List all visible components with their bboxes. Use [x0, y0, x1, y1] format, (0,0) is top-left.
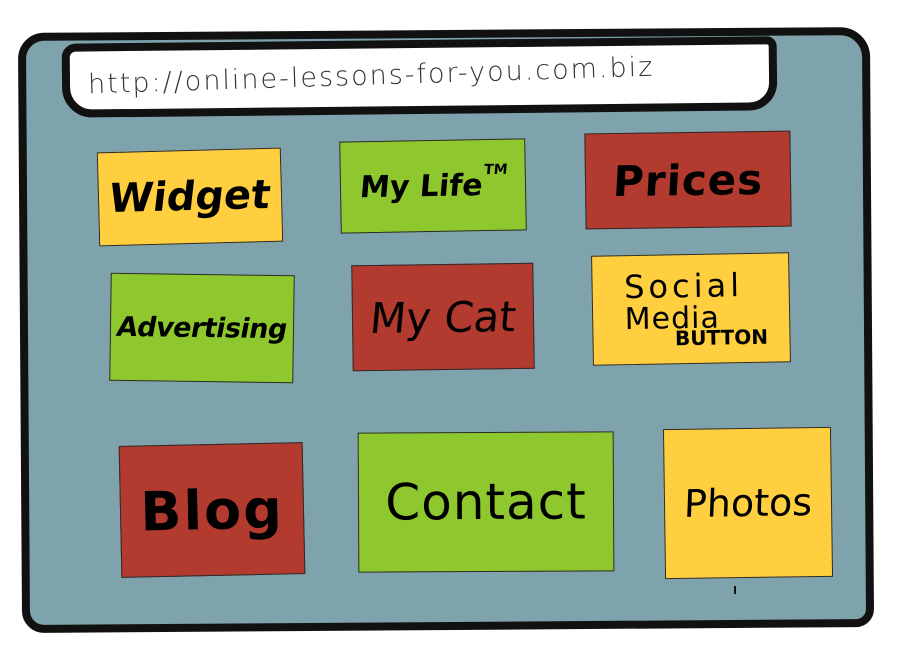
contact-label: Contact [385, 472, 587, 532]
social-media-button[interactable]: Social Media BUTTON [591, 252, 791, 366]
advertising-label: Advertising [114, 311, 290, 345]
address-bar[interactable]: http://online-lessons-for-you.com.biz [61, 36, 778, 118]
advertising-button[interactable]: Advertising [109, 272, 295, 384]
photos-label: Photos [683, 480, 813, 526]
contact-button[interactable]: Contact [357, 431, 615, 573]
social-label-line3: BUTTON [674, 324, 769, 351]
trademark-mark: TM [483, 161, 509, 178]
photos-button[interactable]: Photos [662, 426, 834, 580]
social-media-label-stack: Social Media BUTTON [623, 266, 768, 350]
prices-button[interactable]: Prices [584, 130, 792, 230]
address-url-text: http://online-lessons-for-you.com.biz [87, 51, 655, 101]
my-life-button[interactable]: My LifeTM [339, 138, 527, 234]
my-life-label: My Life [358, 167, 485, 205]
widget-label: Widget [106, 171, 274, 223]
prices-label: Prices [611, 154, 765, 206]
blog-button[interactable]: Blog [118, 442, 306, 578]
stray-pen-mark [734, 586, 736, 594]
blog-label: Blog [139, 477, 285, 543]
social-label-line1: Social [623, 266, 744, 307]
my-cat-button[interactable]: My Cat [351, 262, 535, 372]
my-life-label-wrap: My LifeTM [358, 161, 508, 205]
widget-button[interactable]: Widget [96, 147, 284, 247]
my-cat-label: My Cat [367, 291, 519, 343]
